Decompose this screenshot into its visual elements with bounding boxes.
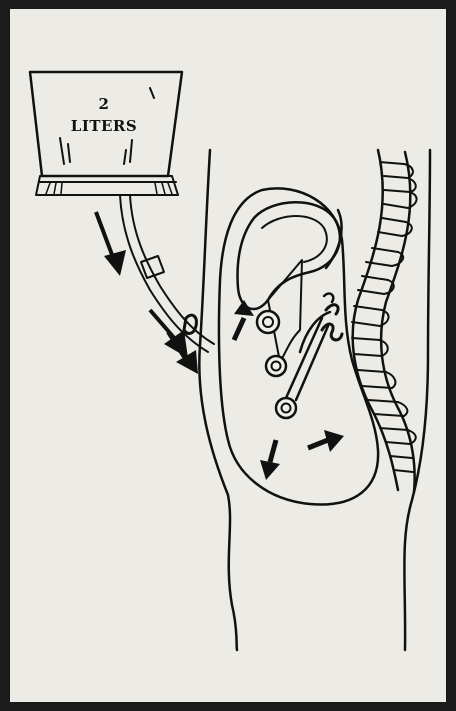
bag-volume-number: 2 bbox=[99, 95, 110, 113]
flow-arrow-icon bbox=[308, 430, 344, 452]
flow-arrow-icon bbox=[260, 440, 280, 480]
flow-arrow-icon bbox=[96, 212, 126, 276]
dialysate-bag-icon: 2 LITERS bbox=[30, 72, 182, 195]
spine-icon bbox=[352, 150, 417, 492]
bag-volume-unit: LITERS bbox=[71, 117, 137, 135]
flow-arrow-icon bbox=[234, 300, 254, 340]
